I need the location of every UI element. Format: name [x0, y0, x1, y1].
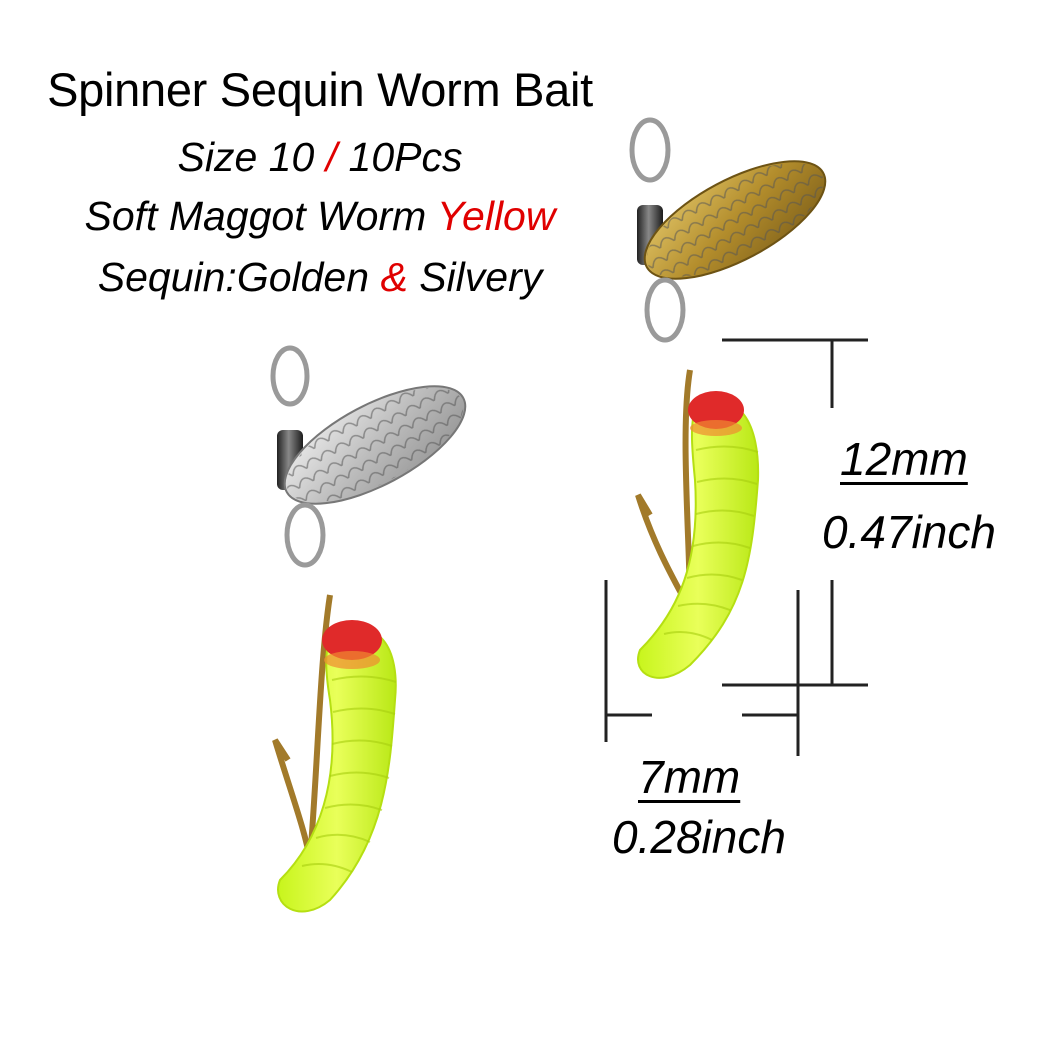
worm-color: Yellow — [436, 193, 556, 239]
width-metric: 7mm — [638, 750, 740, 804]
size-separator: / — [325, 134, 338, 180]
dimension-lines — [604, 338, 868, 756]
pack-count: 10Pcs — [348, 134, 463, 180]
length-imperial: 0.47inch — [822, 506, 996, 558]
worm-line: Soft Maggot Worm Yellow — [0, 193, 640, 240]
worm-label: Soft Maggot Worm — [84, 193, 427, 239]
sequin-line: Sequin:Golden & Silvery — [0, 254, 640, 301]
size-label: Size 10 — [177, 134, 315, 180]
sequin-label: Sequin:Golden — [97, 254, 370, 300]
sequin-silvery: Silvery — [419, 254, 543, 300]
gold-spinner-lure — [629, 117, 827, 679]
length-metric-text: 12mm — [840, 433, 968, 485]
length-metric: 12mm — [840, 432, 968, 486]
product-title: Spinner Sequin Worm Bait — [47, 63, 593, 116]
size-line: Size 10 / 10Pcs — [0, 134, 640, 181]
width-imperial: 0.28inch — [612, 811, 786, 863]
sequin-ampersand: & — [380, 254, 408, 300]
silver-spinner-lure — [270, 345, 467, 913]
width-metric-text: 7mm — [638, 751, 741, 803]
